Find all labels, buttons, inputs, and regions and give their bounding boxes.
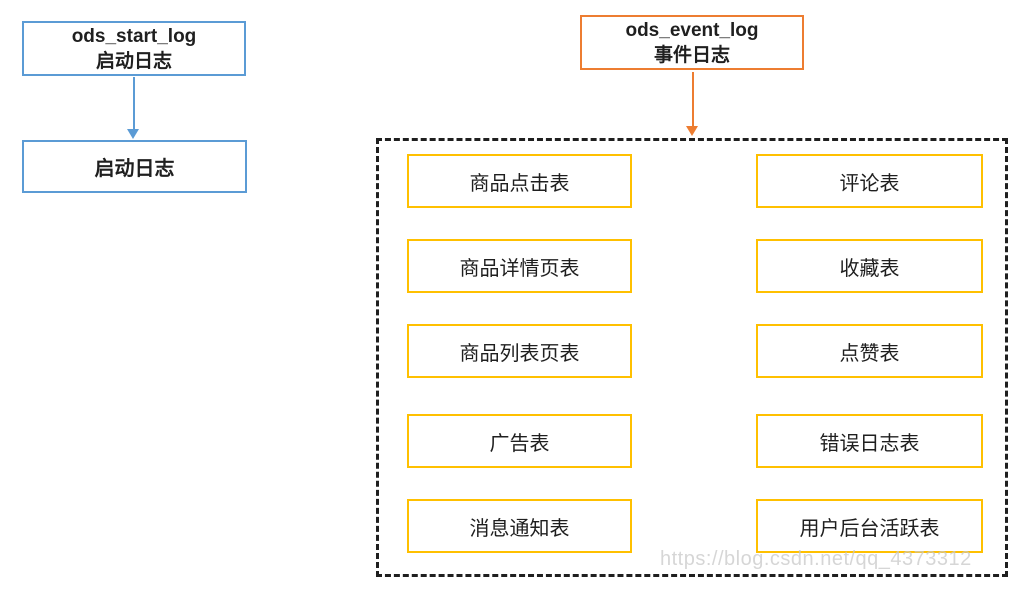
table-label: 商品列表页表	[459, 342, 580, 365]
arrow-head-icon	[686, 126, 698, 136]
ods-start-log-title: ods_start_log	[71, 25, 197, 47]
ods-start-log-subtitle: 启动日志	[95, 50, 172, 72]
table-box-comment: 评论表	[756, 154, 983, 208]
arrow-line	[692, 72, 694, 127]
ods-event-log-title: ods_event_log	[625, 19, 759, 41]
start-log-table-label: 启动日志	[94, 158, 175, 180]
event-tables-container: 商品点击表 商品详情页表 商品列表页表 广告表 消息通知表 评论表 收藏表 点赞…	[376, 138, 1008, 577]
table-label: 广告表	[489, 432, 550, 455]
ods-event-log-subtitle: 事件日志	[653, 44, 730, 66]
table-box-user-backend-active: 用户后台活跃表	[756, 499, 983, 553]
table-box-favorite: 收藏表	[756, 239, 983, 293]
table-label: 商品点击表	[469, 172, 570, 195]
event-log-arrow-connector	[686, 72, 699, 136]
arrow-line	[133, 77, 135, 130]
table-box-ad: 广告表	[407, 414, 632, 468]
table-label: 点赞表	[839, 342, 900, 365]
table-box-product-detail-page: 商品详情页表	[407, 239, 632, 293]
arrow-head-icon	[127, 129, 139, 139]
table-label: 评论表	[839, 172, 900, 195]
table-label: 错误日志表	[819, 432, 920, 455]
ods-start-log-header-box: ods_start_log 启动日志	[22, 21, 246, 76]
table-box-like: 点赞表	[756, 324, 983, 378]
table-box-message-notification: 消息通知表	[407, 499, 632, 553]
table-label: 商品详情页表	[459, 257, 580, 280]
table-label: 消息通知表	[469, 517, 570, 540]
table-box-error-log: 错误日志表	[756, 414, 983, 468]
start-log-table-box: 启动日志	[22, 140, 247, 193]
table-box-product-click: 商品点击表	[407, 154, 632, 208]
ods-event-log-header-box: ods_event_log 事件日志	[580, 15, 804, 70]
table-box-product-list-page: 商品列表页表	[407, 324, 632, 378]
start-log-arrow-connector	[127, 77, 140, 139]
table-label: 收藏表	[839, 257, 900, 280]
table-label: 用户后台活跃表	[799, 517, 940, 540]
